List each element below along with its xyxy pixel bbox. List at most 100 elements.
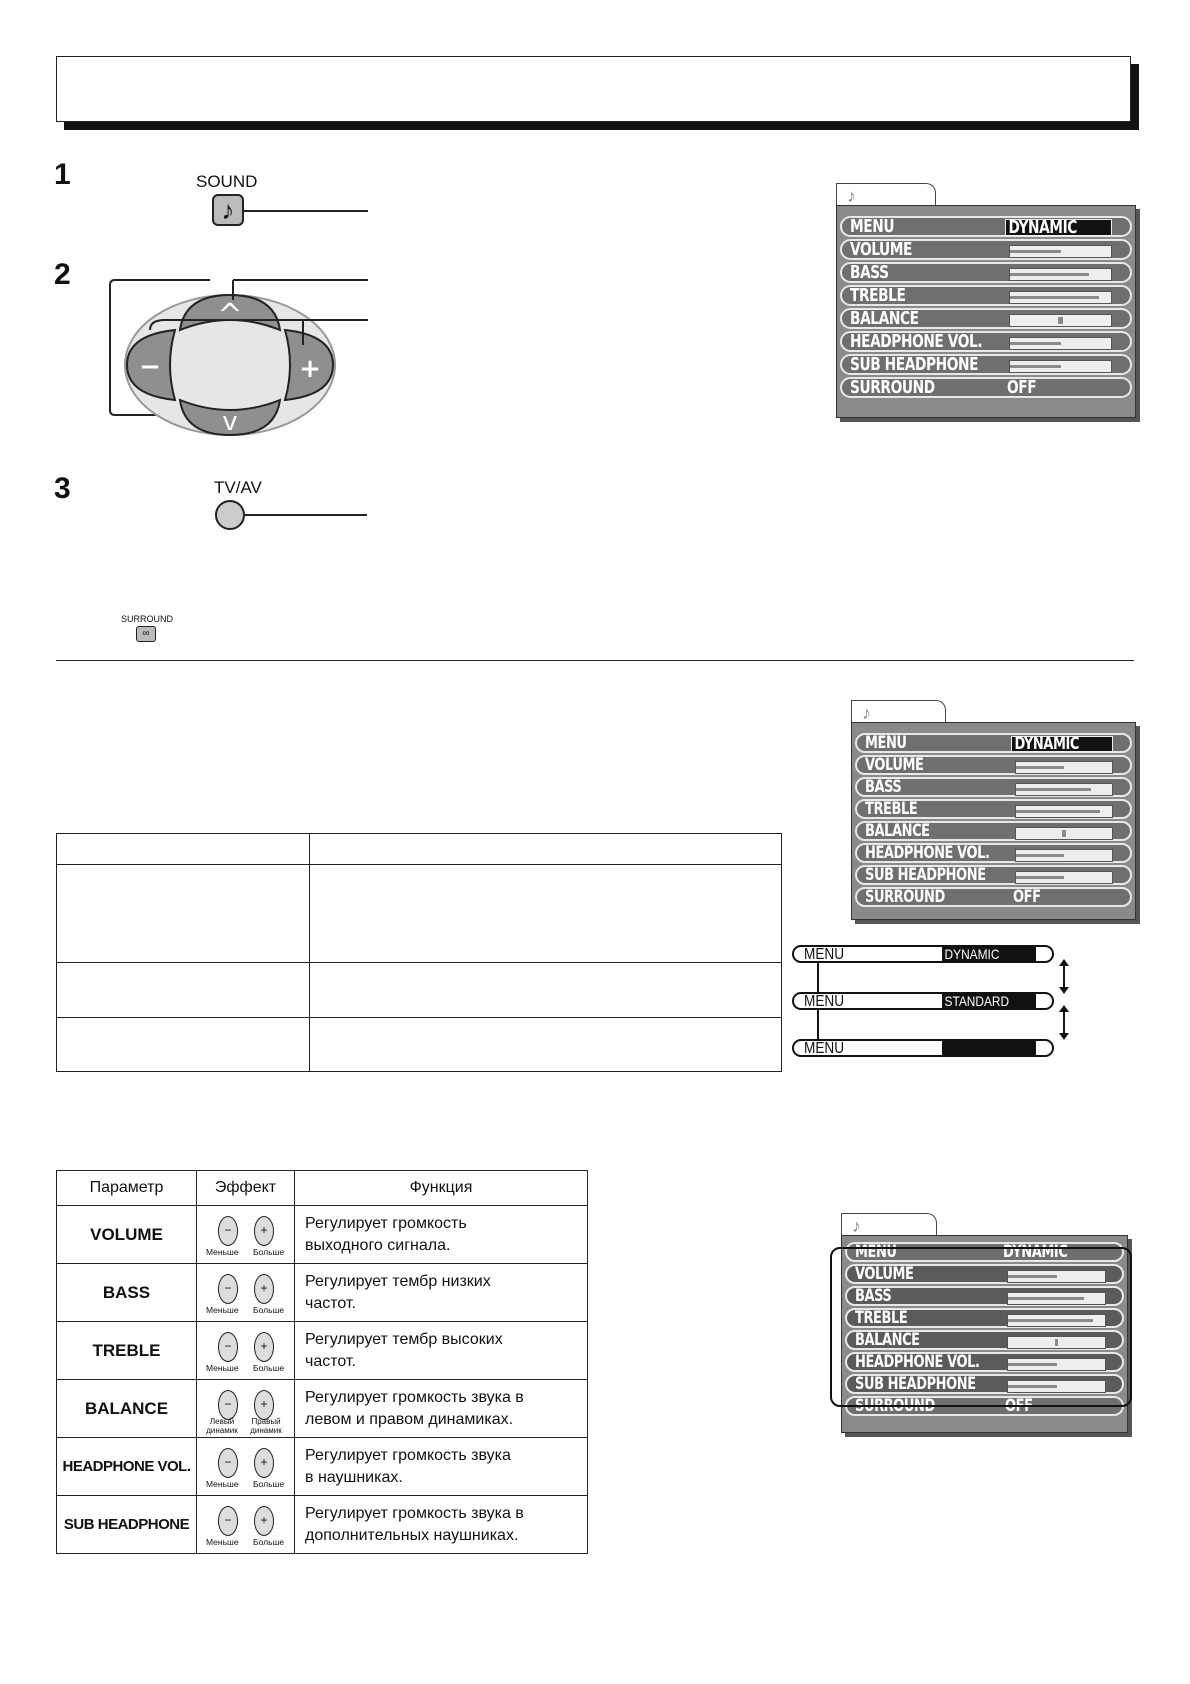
osd-row-sub-headphone[interactable]: SUB HEADPHONE	[840, 354, 1132, 375]
osd-row-bass[interactable]: BASS	[845, 1286, 1124, 1306]
osd-level-bar	[1015, 805, 1113, 818]
osd-row-treble[interactable]: TREBLE	[845, 1308, 1124, 1328]
down-arrow-button[interactable]: v	[178, 398, 282, 437]
section-divider	[56, 660, 1134, 661]
svg-text:−: −	[139, 352, 161, 382]
sound-label: SOUND	[196, 172, 258, 191]
param-name: BALANCE	[56, 1379, 197, 1438]
minus-icon: −	[218, 1389, 238, 1420]
osd-row-bass[interactable]: BASS	[855, 777, 1132, 797]
tvav-leader-line	[245, 514, 367, 516]
osd-row-balance[interactable]: BALANCE	[855, 821, 1132, 841]
music-note-icon: ♪	[847, 186, 856, 206]
plus-icon: +	[254, 1273, 274, 1304]
osd-row-balance[interactable]: BALANCE	[840, 308, 1132, 329]
param-name: SUB HEADPHONE	[56, 1495, 197, 1554]
svg-text:v: v	[222, 407, 237, 437]
osd-level-bar	[1015, 783, 1113, 796]
osd-row-headphone-vol[interactable]: HEADPHONE VOL.	[840, 331, 1132, 352]
surround-button[interactable]: ∞	[136, 626, 156, 642]
step-1-number: 1	[54, 158, 71, 191]
music-note-icon: ♪	[221, 195, 235, 225]
minus-icon: −	[218, 1331, 238, 1362]
osd-row-headphone-vol[interactable]: HEADPHONE VOL.	[845, 1352, 1124, 1372]
osd-level-bar	[1015, 761, 1113, 774]
osd-row-balance[interactable]: BALANCE	[845, 1330, 1124, 1350]
plus-icon: +	[254, 1331, 274, 1362]
osd-tab: ♪	[841, 1213, 937, 1238]
osd-level-bar	[1009, 360, 1112, 373]
osd-level-bar	[1007, 1270, 1106, 1283]
plus-icon: +	[254, 1215, 274, 1246]
osd-level-bar	[1009, 314, 1112, 327]
osd-level-bar	[1015, 849, 1113, 862]
tvav-label: TV/AV	[214, 478, 262, 497]
osd-row-headphone-vol[interactable]: HEADPHONE VOL.	[855, 843, 1132, 863]
osd-row-treble[interactable]: TREBLE	[840, 285, 1132, 306]
minus-icon: −	[218, 1447, 238, 1478]
osd-row-treble[interactable]: TREBLE	[855, 799, 1132, 819]
osd-level-bar	[1007, 1336, 1106, 1349]
osd-level-bar	[1009, 268, 1112, 281]
direction-pad: ^ v − +	[109, 279, 368, 437]
osd-level-bar	[1015, 827, 1113, 840]
music-note-icon: ♪	[852, 1216, 861, 1236]
osd-level-bar	[1009, 291, 1112, 304]
osd-level-bar	[1007, 1314, 1106, 1327]
osd-row-volume[interactable]: VOLUME	[840, 239, 1132, 260]
osd-level-bar	[1007, 1292, 1106, 1305]
plus-icon: +	[254, 1389, 274, 1420]
osd-row-sub-headphone[interactable]: SUB HEADPHONE	[855, 865, 1132, 885]
tvav-button[interactable]	[215, 500, 245, 530]
sound-button[interactable]: ♪	[212, 194, 244, 226]
osd-tab: ♪	[836, 183, 936, 208]
osd-row-sub-headphone[interactable]: SUB HEADPHONE	[845, 1374, 1124, 1394]
param-name: TREBLE	[56, 1321, 197, 1380]
param-name: HEADPHONE VOL.	[56, 1437, 197, 1496]
header-effect: Эффект	[196, 1170, 295, 1206]
osd-level-bar	[1015, 871, 1113, 884]
osd-level-bar	[1007, 1380, 1106, 1393]
mode-third: MENU	[792, 1039, 1054, 1057]
plus-icon: +	[254, 1505, 274, 1536]
minus-icon: −	[218, 1273, 238, 1304]
param-name: VOLUME	[56, 1205, 197, 1264]
volume-highlight-frame	[830, 1247, 1132, 1407]
minus-button[interactable]: −	[125, 328, 177, 402]
surround-label: SURROUND	[121, 614, 174, 624]
minus-icon: −	[218, 1215, 238, 1246]
plus-button[interactable]: +	[283, 328, 335, 402]
osd-row-volume[interactable]: VOLUME	[855, 755, 1132, 775]
svg-text:^: ^	[217, 298, 242, 333]
step-2-number: 2	[54, 258, 71, 291]
osd-row-volume[interactable]: VOLUME	[845, 1264, 1124, 1284]
osd-level-bar	[1009, 245, 1112, 258]
header-function: Функция	[294, 1170, 588, 1206]
osd-row-bass[interactable]: BASS	[840, 262, 1132, 283]
svg-text:+: +	[299, 354, 321, 384]
sound-leader-line	[244, 210, 368, 212]
step-3-number: 3	[54, 472, 71, 505]
